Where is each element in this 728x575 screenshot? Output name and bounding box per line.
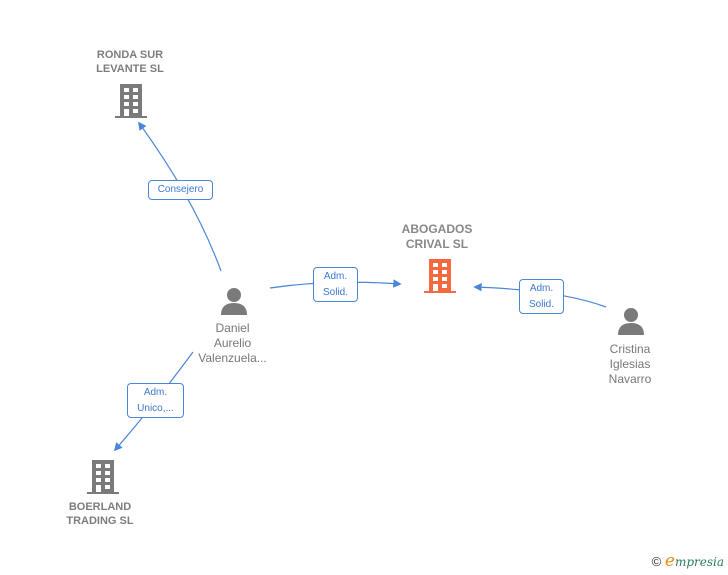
company-label-abogados[interactable]: ABOGADOS CRIVAL SL bbox=[401, 222, 473, 251]
person-icon[interactable] bbox=[616, 306, 646, 336]
person-label-daniel[interactable]: Daniel Aurelio Valenzuela... bbox=[198, 321, 267, 365]
building-icon-focus[interactable] bbox=[423, 258, 457, 294]
empresia-logo-text: mpresia bbox=[674, 555, 724, 569]
empresia-footer: © empresia bbox=[652, 551, 724, 571]
person-icon[interactable] bbox=[219, 286, 249, 316]
company-label-boerland[interactable]: BOERLAND TRADING SL bbox=[66, 501, 134, 527]
building-icon[interactable] bbox=[114, 83, 148, 119]
building-icon[interactable] bbox=[86, 459, 120, 495]
person-label-cristina[interactable]: Cristina Iglesias Navarro bbox=[608, 342, 652, 386]
relation-label-daniel-boerland[interactable]: Adm. Unico,... bbox=[127, 383, 184, 418]
relation-label-consejero[interactable]: Consejero bbox=[148, 180, 213, 200]
company-label-ronda[interactable]: RONDA SUR LEVANTE SL bbox=[96, 49, 164, 75]
copyright-icon: © bbox=[651, 554, 662, 569]
relation-label-daniel-abogados[interactable]: Adm. Solid. bbox=[313, 267, 358, 302]
relation-label-cristina-abogados[interactable]: Adm. Solid. bbox=[519, 279, 564, 314]
empresia-logo-initial: e bbox=[664, 551, 675, 571]
